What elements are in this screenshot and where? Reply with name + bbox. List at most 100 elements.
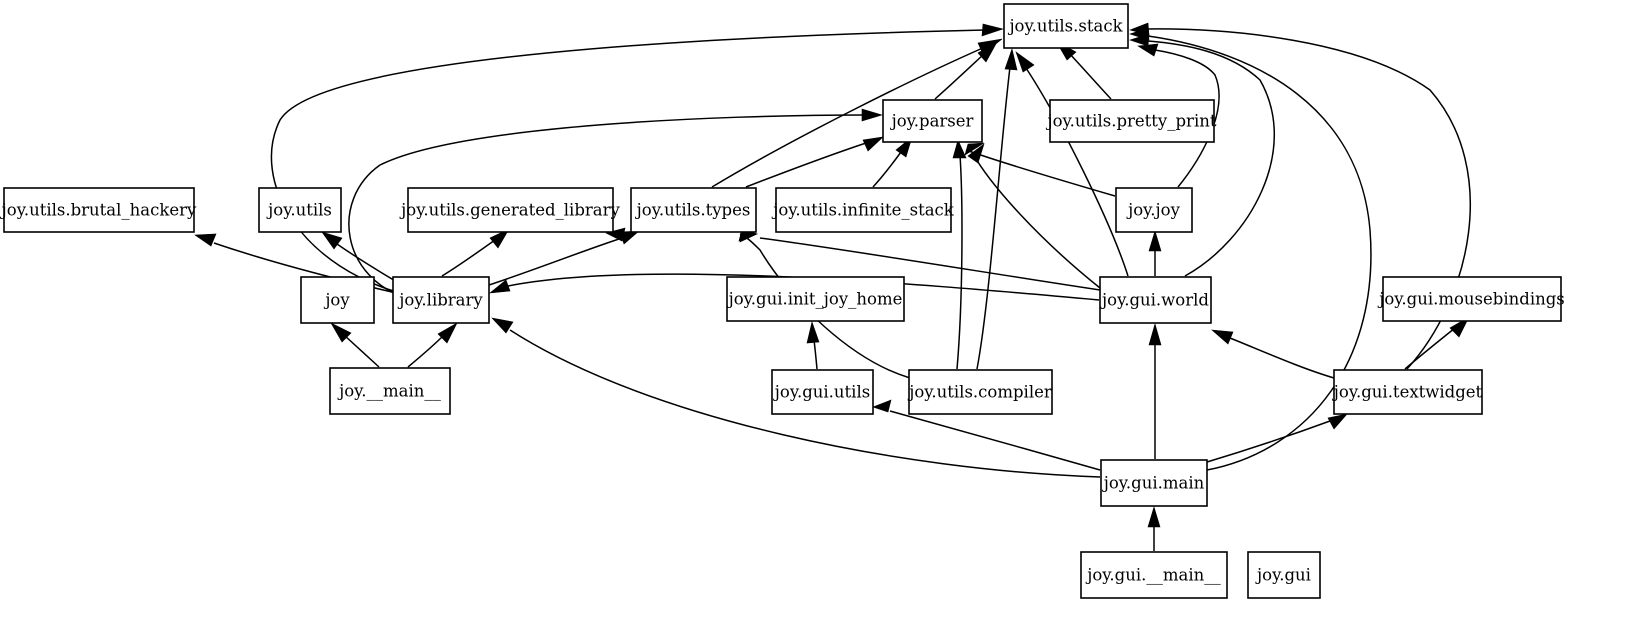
node-label: joy.utils.brutal_hackery bbox=[0, 201, 197, 220]
node-box[interactable] bbox=[630, 187, 757, 233]
arrowhead bbox=[489, 279, 511, 294]
edge-joy.utils.compiler-to-joy.utils.stack bbox=[976, 66, 1011, 370]
edge-joy.utils.types-to-joy.utils.generated_library bbox=[621, 231, 637, 240]
node-box[interactable] bbox=[882, 99, 983, 143]
node-label: joy.gui.init_joy_home bbox=[727, 290, 903, 309]
arrowhead bbox=[1129, 22, 1150, 36]
node-box[interactable] bbox=[775, 187, 952, 233]
node-label: joy.utils.pretty_print bbox=[1046, 112, 1217, 131]
edge-joy.gui.world-to-joy.utils.stack-outer bbox=[1147, 40, 1276, 277]
graph-node-joy.joy[interactable]: joy.joy bbox=[1115, 187, 1193, 233]
arrowhead bbox=[491, 317, 514, 334]
edge-joy.gui.world-to-joy.utils.stack bbox=[1025, 67, 1129, 277]
arrowhead bbox=[1327, 413, 1348, 430]
graph-node-joy.gui.world[interactable]: joy.gui.world bbox=[1099, 276, 1212, 324]
node-box[interactable] bbox=[392, 276, 490, 324]
node-box[interactable] bbox=[1100, 459, 1208, 507]
node-box[interactable] bbox=[3, 187, 195, 233]
node-label: joy.parser bbox=[890, 112, 974, 131]
arrowhead bbox=[1449, 316, 1470, 338]
node-box[interactable] bbox=[1382, 276, 1562, 322]
edge-joy.joy-to-joy.parser bbox=[965, 149, 1116, 197]
graph-node-joy.library[interactable]: joy.library bbox=[392, 276, 490, 324]
node-box[interactable] bbox=[258, 187, 342, 233]
node-box[interactable] bbox=[1080, 551, 1228, 599]
arrowhead bbox=[489, 228, 510, 249]
arrowhead bbox=[952, 139, 967, 159]
arrowhead bbox=[194, 233, 217, 247]
edge-joy.library-to-joy.utils.generated_library bbox=[441, 239, 496, 277]
edge-joy.gui.utils-to-joy.gui.init_joy_home bbox=[813, 339, 818, 370]
node-label: joy.library bbox=[397, 291, 483, 310]
node-box[interactable] bbox=[300, 276, 375, 324]
edge-joy.utils.infinite_stack-to-joy.parser bbox=[872, 151, 902, 188]
arrowhead bbox=[967, 143, 985, 164]
graph-node-joy.utils.compiler[interactable]: joy.utils.compiler bbox=[907, 369, 1053, 415]
arrowhead bbox=[1148, 229, 1162, 252]
edge-joy.utils.compiler-to-joy.parser bbox=[956, 154, 963, 370]
arrowhead bbox=[872, 399, 892, 413]
node-label: joy.gui bbox=[1255, 566, 1311, 585]
graph-node-joy.utils.generated_library[interactable]: joy.utils.generated_library bbox=[399, 187, 620, 233]
graph-node-joy.gui.mousebindings[interactable]: joy.gui.mousebindings bbox=[1377, 276, 1565, 322]
node-label: joy.joy bbox=[1126, 201, 1180, 220]
graph-node-joy.gui.textwidget[interactable]: joy.gui.textwidget bbox=[1332, 369, 1483, 415]
graph-node-joy.gui.init_joy_home[interactable]: joy.gui.init_joy_home bbox=[726, 276, 905, 322]
graph-node-joy.gui.__main__[interactable]: joy.gui.__main__ bbox=[1080, 551, 1228, 599]
edge-joy.gui.main-to-joy.library bbox=[509, 329, 1101, 478]
graph-node-joy.gui.utils[interactable]: joy.gui.utils bbox=[771, 369, 874, 415]
node-box[interactable] bbox=[1333, 369, 1483, 415]
edge-joy.gui.world-to-joy.parser bbox=[971, 151, 1101, 289]
edges-layer bbox=[194, 22, 1471, 551]
arrowhead bbox=[862, 136, 884, 152]
nodes-layer: joy.utils.stack joy.parser joy.utils.prett… bbox=[0, 3, 1565, 599]
node-label: joy.gui.textwidget bbox=[1332, 383, 1483, 402]
arrowhead bbox=[605, 227, 626, 242]
node-label: joy.utils.stack bbox=[1007, 17, 1123, 36]
arrowhead bbox=[1147, 505, 1161, 528]
node-box[interactable] bbox=[407, 187, 614, 233]
node-box[interactable] bbox=[1099, 276, 1212, 324]
arrowhead bbox=[1148, 322, 1162, 346]
edge-joy.gui.main-to-joy.gui.textwidget bbox=[1206, 420, 1331, 463]
graph-node-joy.__main__[interactable]: joy.__main__ bbox=[329, 367, 451, 415]
arrowhead bbox=[1004, 47, 1018, 71]
graph-node-joy.utils[interactable]: joy.utils bbox=[258, 187, 342, 233]
graph-node-joy.gui[interactable]: joy.gui bbox=[1247, 551, 1321, 599]
node-box[interactable] bbox=[1115, 187, 1193, 233]
edge-joy.gui.main-to-joy.utils.stack bbox=[1147, 35, 1372, 471]
node-box[interactable] bbox=[771, 369, 874, 415]
edge-joy.utils.types-to-joy.utils.stack bbox=[711, 46, 986, 188]
node-box[interactable] bbox=[1049, 99, 1215, 143]
node-box[interactable] bbox=[1003, 3, 1129, 49]
arrowhead bbox=[1211, 329, 1234, 345]
graph-node-joy.utils.stack[interactable]: joy.utils.stack bbox=[1003, 3, 1129, 49]
graph-node-joy.parser[interactable]: joy.parser bbox=[882, 99, 983, 143]
graph-node-joy.utils.brutal_hackery[interactable]: joy.utils.brutal_hackery bbox=[0, 187, 197, 233]
graph-node-joy.utils.infinite_stack[interactable]: joy.utils.infinite_stack bbox=[771, 187, 955, 233]
node-label: joy.gui.world bbox=[1100, 291, 1209, 310]
arrowhead bbox=[964, 142, 985, 156]
node-box[interactable] bbox=[726, 276, 905, 322]
graph-node-joy.utils.pretty_print[interactable]: joy.utils.pretty_print bbox=[1046, 99, 1217, 143]
edge-joy.gui.textwidget-to-joy.gui.mousebindings bbox=[1404, 327, 1456, 370]
node-box[interactable] bbox=[329, 367, 451, 415]
edge-joy.utils.types-to-joy.parser bbox=[745, 142, 867, 188]
node-label: joy.gui.mousebindings bbox=[1377, 290, 1565, 309]
arrowhead bbox=[330, 322, 352, 343]
edge-joy.utils.pretty_print-to-joy.utils.stack bbox=[1068, 52, 1112, 100]
node-box[interactable] bbox=[908, 369, 1053, 415]
arrowhead bbox=[977, 41, 998, 63]
graph-node-joy.utils.types[interactable]: joy.utils.types bbox=[630, 187, 757, 233]
edge-joy.library-to-joy.parser bbox=[348, 114, 865, 301]
edge-joy.gui.world-to-joy.utils.types bbox=[759, 237, 1101, 291]
node-label: joy.utils.generated_library bbox=[399, 201, 620, 220]
node-box[interactable] bbox=[1247, 551, 1321, 599]
arrowhead bbox=[981, 23, 1005, 37]
graph-node-joy.gui.main[interactable]: joy.gui.main bbox=[1100, 459, 1208, 507]
graph-node-joy[interactable]: joy bbox=[300, 276, 375, 324]
edge-joy.library-to-joy.utils.types bbox=[488, 237, 623, 286]
node-label: joy.utils.infinite_stack bbox=[771, 201, 955, 220]
